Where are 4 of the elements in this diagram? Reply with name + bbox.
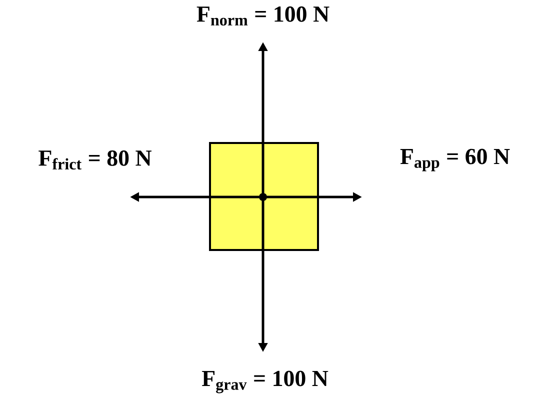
force-label: F$_{frict}$ = 80 N xyxy=(38,150,152,170)
force-label: F$_{app}$ = 60 N xyxy=(400,148,510,172)
force-label: F$_{norm}$ = 100 N xyxy=(196,6,330,26)
force-label: F$_{grav}$ = 100 N xyxy=(202,370,328,394)
